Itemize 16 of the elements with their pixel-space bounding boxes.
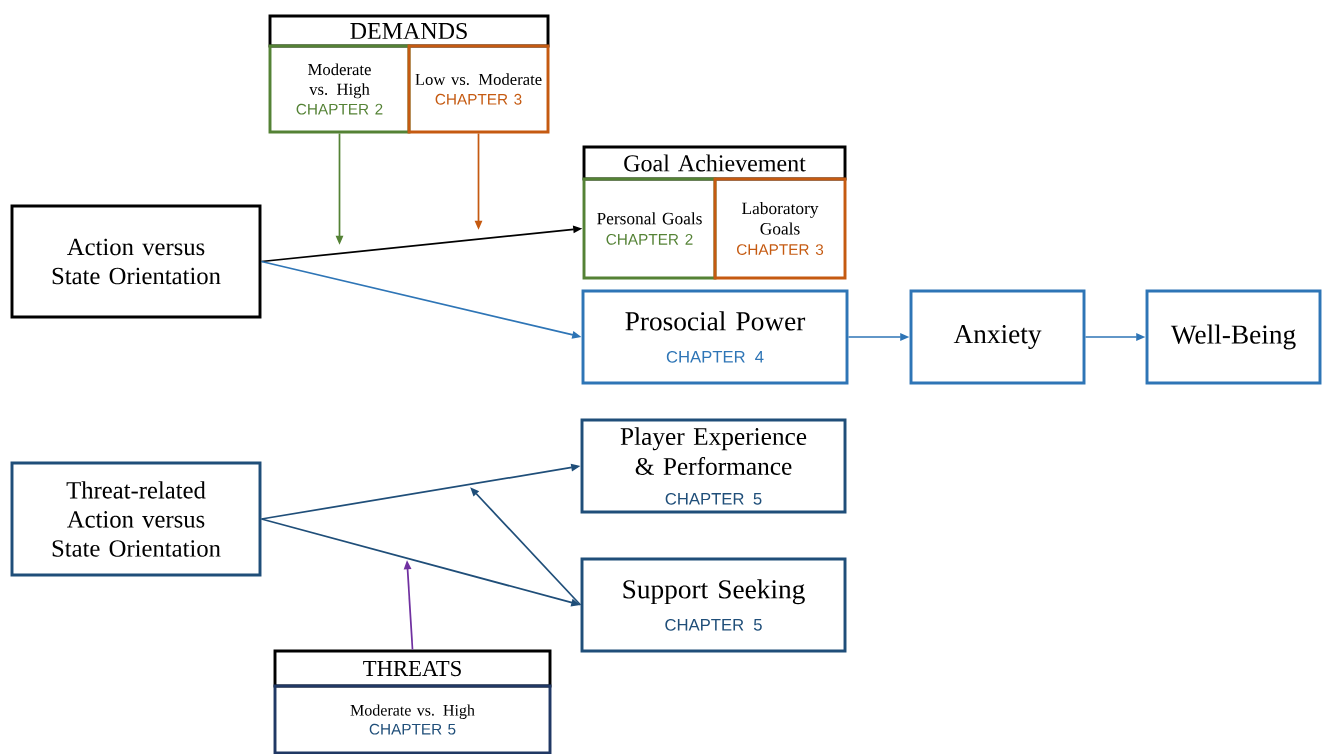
process-box: Moderate vs. High CHAPTER 2 [268,44,411,134]
arrow [470,487,582,606]
process-box: Well-Being [1145,289,1322,385]
process-box: Low vs. Moderate CHAPTER 3 [407,44,550,134]
process-box: Personal Goals CHAPTER 2 [582,177,717,280]
process-box: Laboratory Goals CHAPTER 3 [713,177,847,280]
process-box: Player Experience & Performance CHAPTER 5 [580,418,847,514]
process-box: Goal Achievement [582,145,847,181]
process-box: DEMANDS [268,14,550,48]
process-box: Threat-related Action versus State Orientation [10,461,262,577]
process-box: Action versus State Orientation [10,204,262,319]
process-box: Moderate vs. High CHAPTER 5 [273,684,552,754]
process-box: Prosocial Power CHAPTER 4 [581,289,849,385]
process-box: THREATS [273,649,552,688]
process-box: Support Seeking CHAPTER 5 [580,557,847,653]
process-box: Anxiety [909,289,1086,385]
